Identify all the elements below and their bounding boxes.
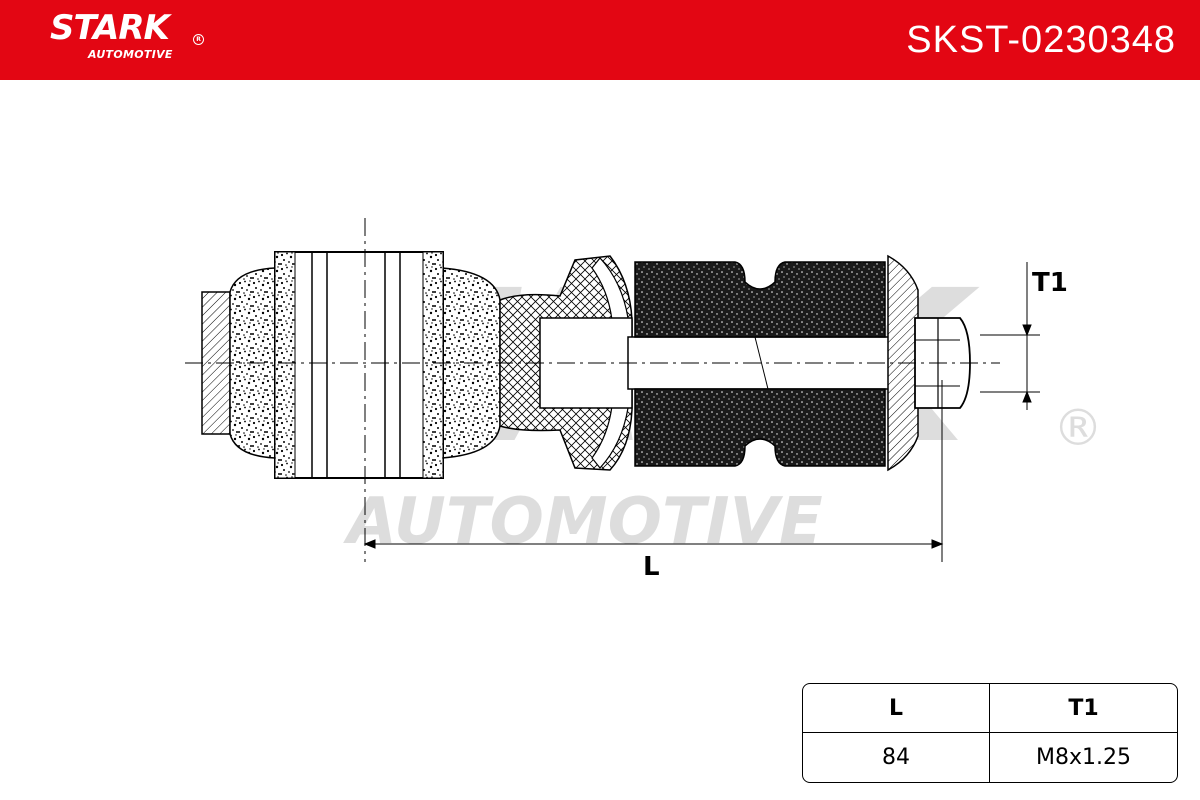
part-number: SKST-0230348 — [906, 19, 1176, 61]
spec-header-t1: T1 — [990, 684, 1177, 733]
registered-mark-icon: R — [193, 34, 204, 45]
spec-header-l: L — [803, 684, 990, 733]
dimension-l — [363, 380, 944, 562]
spec-table: L T1 84 M8x1.25 — [802, 683, 1178, 783]
main-housing — [274, 251, 444, 479]
dimension-t1 — [980, 262, 1040, 410]
watermark-subtitle: AUTOMOTIVE — [342, 485, 823, 559]
brand-logo-subtitle: AUTOMOTIVE — [88, 48, 173, 61]
dimension-label-l: L — [643, 552, 660, 582]
stud-rod — [539, 317, 919, 409]
brand-logo-text: STARK — [50, 8, 170, 48]
spec-value-l: 84 — [803, 733, 990, 782]
spec-value-t1: M8x1.25 — [1036, 745, 1131, 770]
watermark-registered-icon: ® — [1053, 399, 1103, 457]
center-lines — [185, 218, 1000, 562]
header-bar: STARK R AUTOMOTIVE SKST-0230348 — [0, 0, 1200, 80]
rubber-bush-inner — [634, 261, 886, 467]
dimension-label-t1: T1 — [1032, 268, 1068, 298]
technical-drawing: STARK AUTOMOTIVE ® — [185, 218, 1103, 562]
